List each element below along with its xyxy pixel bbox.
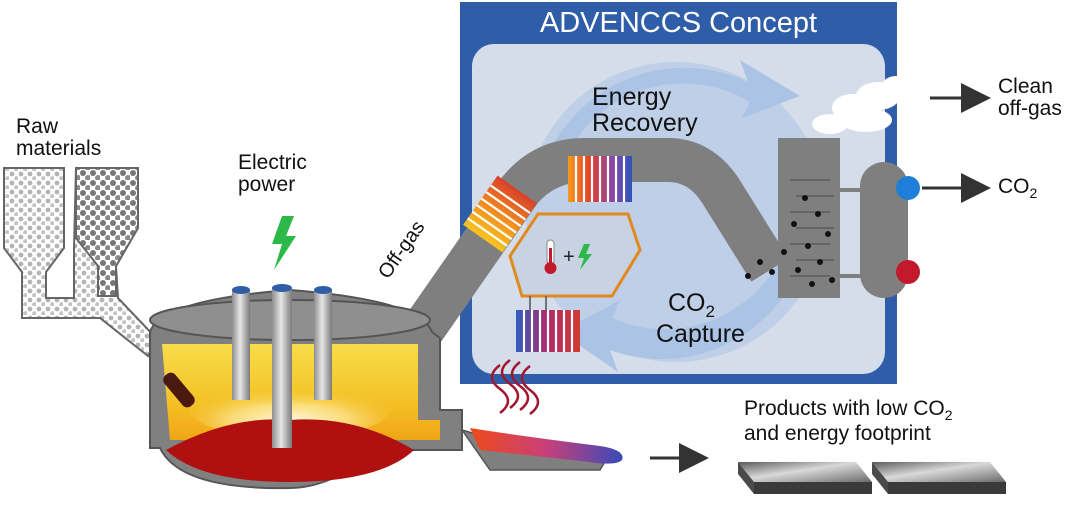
electric-power-label: Electric power xyxy=(238,151,307,197)
arc-furnace xyxy=(149,288,463,490)
thermometer-icon xyxy=(544,239,557,274)
heat-exchanger-2 xyxy=(568,156,632,202)
raw-materials-label: Raw materials xyxy=(16,115,102,161)
product-plates xyxy=(738,462,1006,494)
energy-recovery-label: Energy Recovery xyxy=(592,83,698,138)
co2-capture-label: CO2 Capture xyxy=(656,289,745,348)
concept-title: ADVENCCS Concept xyxy=(539,7,818,39)
off-gas-label: Off-gas xyxy=(374,217,429,283)
heat-waves xyxy=(490,359,540,415)
absorber-column xyxy=(745,138,920,298)
co2-outlet-dot xyxy=(896,176,920,200)
svg-text:+: + xyxy=(563,246,575,268)
lightning-icon xyxy=(272,216,296,270)
clean-off-gas-label: Clean off-gas xyxy=(998,75,1062,121)
arrow-right-icon xyxy=(650,83,991,473)
products-label: Products with low CO2 and energy footpri… xyxy=(744,397,953,445)
energy-converter: + xyxy=(508,212,642,312)
heat-exchanger-1 xyxy=(463,175,537,253)
co2-output-label: CO2 xyxy=(998,175,1038,202)
heat-exchanger-3 xyxy=(516,310,580,352)
cloud-icon xyxy=(812,76,910,134)
casting-ladle xyxy=(460,428,623,471)
solvent-dot xyxy=(896,260,920,284)
lightning-icon xyxy=(578,244,592,270)
raw-material-hoppers xyxy=(3,167,160,358)
electrodes xyxy=(232,284,332,448)
